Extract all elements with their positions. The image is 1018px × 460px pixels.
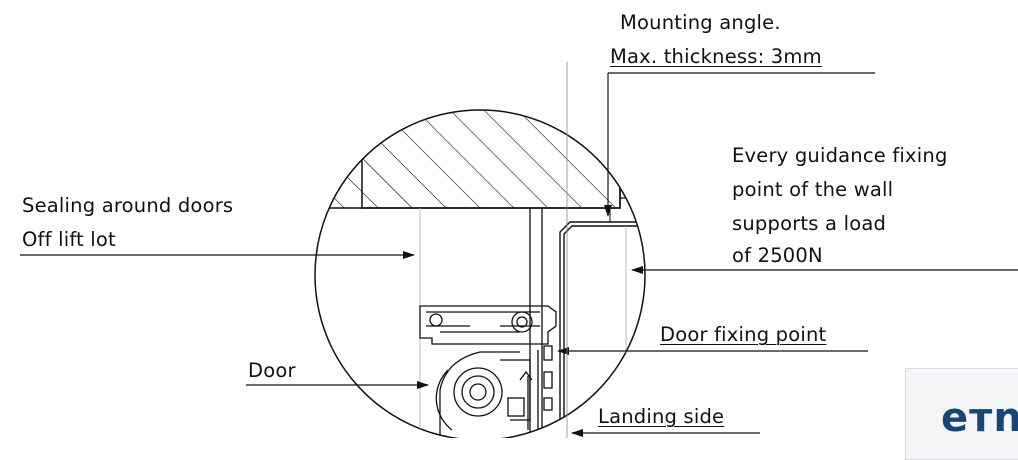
door-label: Door — [248, 359, 296, 382]
landing-side-label: Landing side — [598, 405, 725, 428]
concrete-slab — [315, 110, 621, 209]
mounting-angle-thickness-label: Max. thickness: 3mm — [610, 45, 822, 68]
technical-drawing — [20, 62, 1018, 438]
guidance-label-line4: of 2500N — [732, 244, 823, 267]
door-mechanism — [419, 305, 557, 438]
guidance-label-line2: point of the wall — [732, 178, 894, 201]
sealing-label-line1: Sealing around doors — [22, 194, 234, 217]
door-fixing-point-label: Door fixing point — [660, 323, 827, 346]
company-logo: eтnc — [905, 368, 1018, 460]
logo-text: eтnc — [941, 395, 1018, 441]
sealing-label-line2: Off lift lot — [22, 228, 116, 251]
guidance-label-line1: Every guidance fixing — [732, 144, 948, 167]
guidance-label-line3: supports a load — [732, 212, 887, 235]
mounting-angle-label: Mounting angle. — [620, 11, 781, 34]
